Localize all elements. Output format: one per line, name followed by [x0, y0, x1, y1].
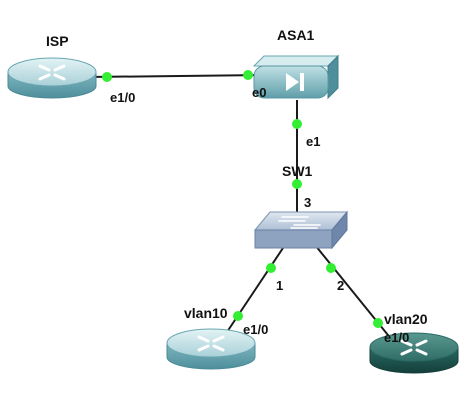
port-label-sw1-1: 1 — [276, 278, 283, 293]
device-asa1-firewall[interactable] — [252, 54, 340, 100]
router-icon — [369, 332, 459, 374]
port-dot-asa1-e1 — [292, 119, 302, 129]
switch-icon — [253, 210, 349, 250]
port-label-vlan20-e1-0: e1/0 — [384, 330, 409, 345]
port-label-sw1-3: 3 — [304, 195, 311, 210]
port-label-asa1-e1: e1 — [306, 134, 320, 149]
device-label-isp: ISP — [46, 33, 69, 49]
port-dot-asa1-e0 — [243, 70, 253, 80]
device-label-asa1: ASA1 — [277, 27, 315, 43]
device-label-vlan20: vlan20 — [384, 311, 428, 327]
port-status-dots — [102, 70, 383, 328]
firewall-icon — [252, 54, 340, 100]
router-icon — [7, 57, 97, 99]
port-label-asa1-e0: e0 — [252, 85, 266, 100]
link-isp-asa1[interactable] — [87, 74, 271, 78]
port-labels: e1/0 e0 e1 3 1 e1/0 2 e1/0 — [110, 85, 409, 345]
device-vlan20-router[interactable] — [369, 332, 459, 374]
port-dot-vlan10-e1-0 — [233, 311, 243, 321]
port-dot-sw1-1 — [266, 263, 276, 273]
port-dot-sw1-2 — [326, 263, 336, 273]
device-labels: ISP ASA1 SW1 vlan10 vlan20 — [46, 27, 428, 327]
port-dot-vlan20-e1-0 — [373, 318, 383, 328]
port-label-isp-e1-0: e1/0 — [110, 90, 135, 105]
device-label-sw1: SW1 — [282, 163, 313, 179]
port-dot-sw1-3 — [292, 179, 302, 189]
port-label-sw1-2: 2 — [337, 278, 344, 293]
device-vlan10-router[interactable] — [166, 328, 256, 370]
device-label-vlan10: vlan10 — [184, 305, 228, 321]
port-dot-isp-e1-0 — [102, 72, 112, 82]
device-sw1-switch[interactable] — [253, 210, 349, 250]
device-isp-router[interactable] — [7, 57, 97, 99]
port-label-vlan10-e1-0: e1/0 — [243, 322, 268, 337]
router-icon — [166, 328, 256, 370]
